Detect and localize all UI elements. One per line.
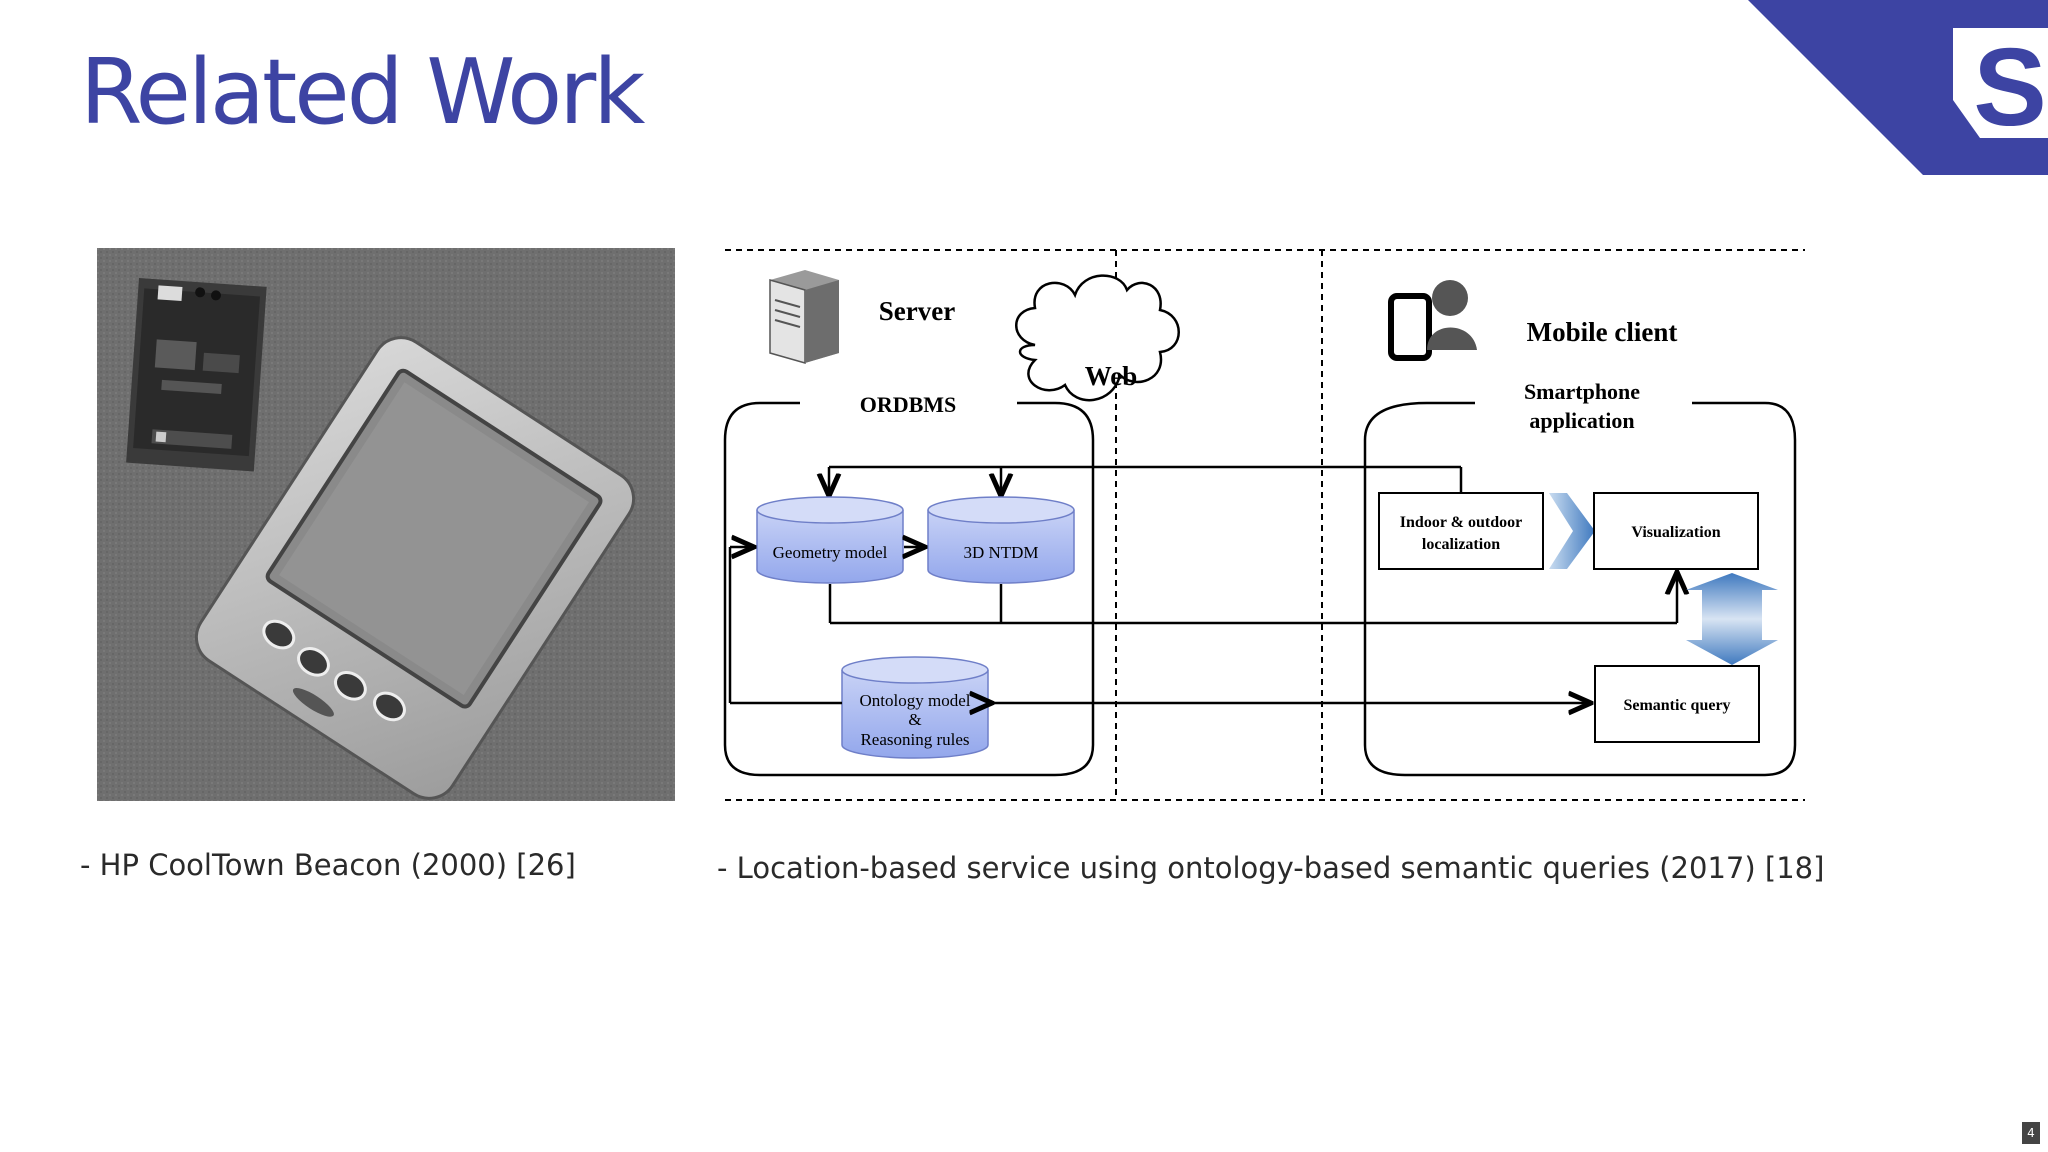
mobile-client-label: Mobile client [1527, 317, 1678, 347]
semantic-query-label: Semantic query [1623, 697, 1730, 714]
brand-logo: S [1748, 0, 2048, 175]
page-number: 4 [2022, 1122, 2040, 1144]
cloud-icon [1015, 274, 1180, 402]
flow-arrow-vertical [1686, 573, 1778, 665]
smartphone-label-line2: application [1529, 408, 1634, 433]
beacon-board [126, 278, 267, 472]
ordbms-label: ORDBMS [860, 392, 957, 417]
geometry-model-db [756, 496, 904, 584]
server-label: Server [879, 296, 955, 326]
server-icon [769, 270, 839, 364]
web-label: Web [1085, 361, 1138, 391]
ntdm-label: 3D NTDM [963, 543, 1038, 562]
localization-label-line1: Indoor & outdoor [1400, 514, 1522, 531]
ontology-label-line1: Ontology model [860, 691, 971, 710]
logo-letter: S [1973, 26, 2046, 149]
caption-location-service: - Location-based service using ontology-… [717, 851, 1825, 885]
geometry-model-label: Geometry model [773, 543, 888, 562]
page-title: Related Work [80, 40, 645, 145]
smartphone-label-line1: Smartphone [1524, 379, 1640, 404]
ontology-label-line3: Reasoning rules [860, 730, 969, 749]
ntdm-db [927, 496, 1075, 584]
ontology-model-db [841, 656, 989, 759]
cooltown-beacon-photo [97, 248, 675, 801]
localization-label-line2: localization [1422, 536, 1500, 553]
flow-arrow-right [1549, 493, 1595, 569]
visualization-label: Visualization [1631, 524, 1720, 541]
ontology-label-line2: & [908, 710, 921, 729]
system-architecture-diagram: Server Web Mobile client ORDBMS Smartpho… [723, 249, 1805, 801]
pda-device [194, 336, 636, 800]
caption-cooltown: - HP CoolTown Beacon (2000) [26] [80, 848, 576, 882]
mobile-client-icon [1388, 280, 1477, 361]
